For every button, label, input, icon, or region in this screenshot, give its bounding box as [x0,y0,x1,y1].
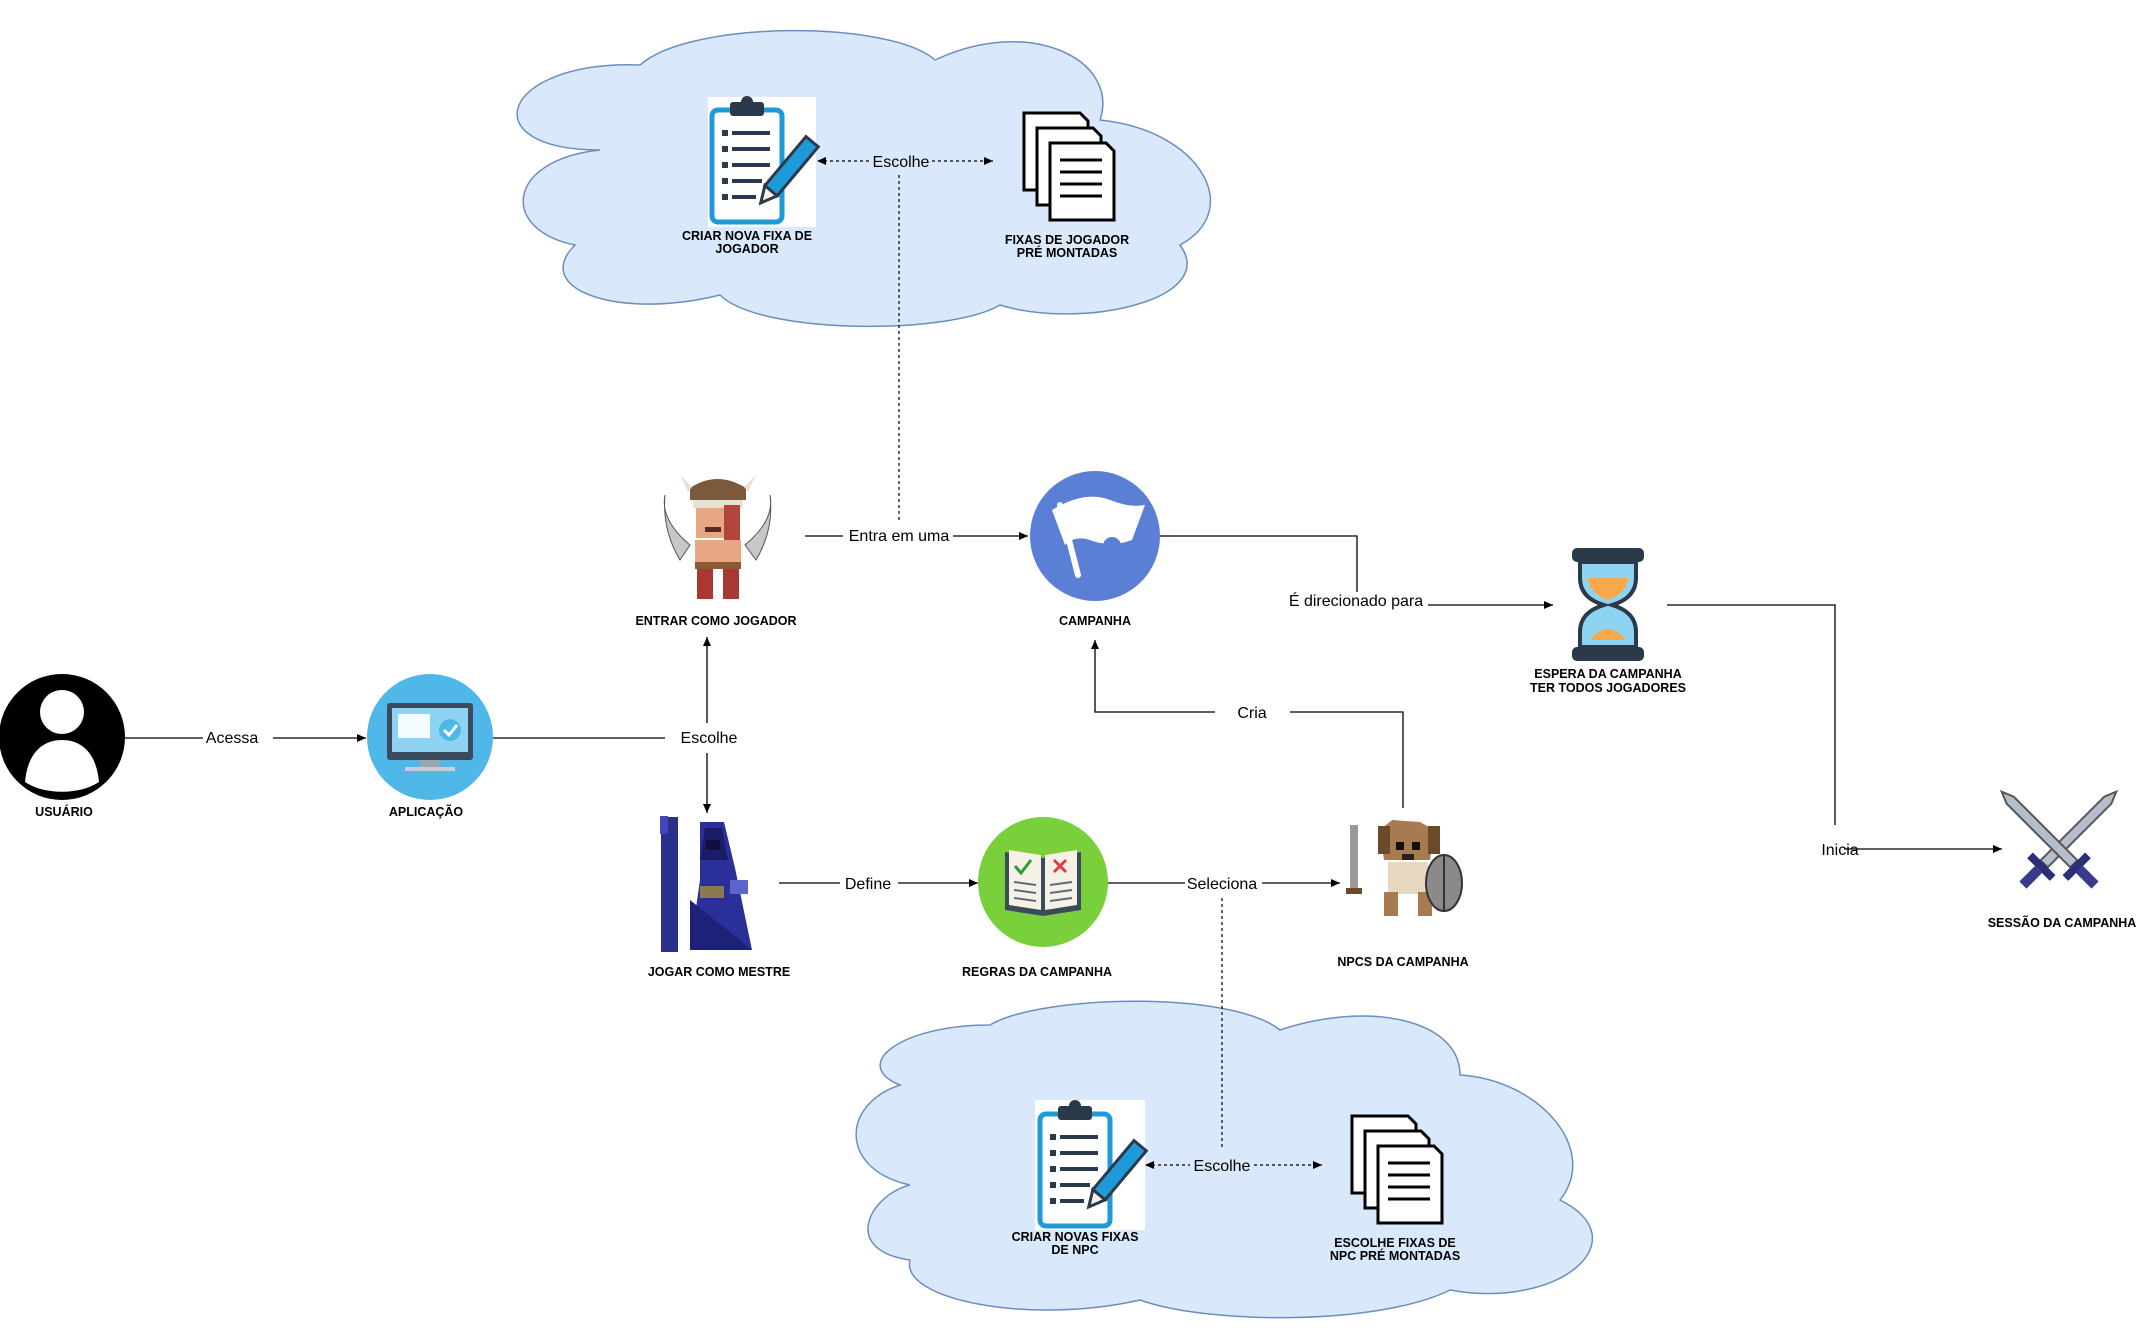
node-label-aplicacao: APLICAÇÃO [389,804,464,819]
node-label-npcs: NPCS DA CAMPANHA [1337,955,1468,969]
edge-label-inicia: Inicia [1821,842,1858,859]
hourglass-icon [1572,548,1644,661]
edge-label-cria: Cria [1237,705,1266,722]
node-label-regras: REGRAS DA CAMPANHA [962,965,1112,979]
edge-label-escolhe-bottom: Escolhe [1194,1158,1251,1175]
node-label-entrar-jogador: ENTRAR COMO JOGADOR [635,614,796,628]
clipboard-pencil-icon [708,96,821,227]
campaign-flag-icon [1030,471,1160,601]
edge-label-direcionado: É direcionado para [1289,591,1423,610]
edge-label-define: Define [845,876,891,893]
edge-inicia-line [1667,604,1836,825]
node-label-fixas-jogador-2: PRÉ MONTADAS [1017,245,1117,260]
node-label-usuario: USUÁRIO [35,804,93,819]
edge-cria [1095,640,1404,808]
rulebook-icon [978,817,1108,947]
node-label-criar-fixa-jogador-1: CRIAR NOVA FIXA DE [682,229,812,243]
node-label-espera-2: TER TODOS JOGADORES [1530,681,1686,695]
node-label-criar-fixa-jogador-2: JOGADOR [715,242,778,256]
edge-direcionado-line [1160,535,1358,592]
node-label-espera-1: ESPERA DA CAMPANHA [1534,667,1681,681]
edge-label-seleciona: Seleciona [1187,876,1257,893]
node-label-criar-fixas-npc-1: CRIAR NOVAS FIXAS [1012,1230,1139,1244]
dog-warrior-npc-icon [1346,820,1463,916]
edge-label-escolhe: Escolhe [681,730,738,747]
edge-label-entra-em-uma: Entra em uma [849,528,950,545]
user-icon [0,674,125,800]
cloud-npc-sheets [855,1000,1594,1319]
crossed-swords-icon [1999,789,2119,889]
viking-warrior-icon [650,468,772,605]
application-monitor-icon [367,674,493,800]
cloud-player-sheets [516,29,1211,328]
edge-label-acessa: Acessa [206,730,259,747]
node-label-escolhe-fixas-npc-1: ESCOLHE FIXAS DE [1334,1236,1456,1250]
node-label-sessao: SESSÃO DA CAMPANHA [1988,915,2136,930]
edge-label-escolhe-top: Escolhe [873,154,930,171]
node-label-jogar-mestre: JOGAR COMO MESTRE [648,965,790,979]
node-label-escolhe-fixas-npc-2: NPC PRÉ MONTADAS [1330,1248,1460,1263]
wizard-master-icon [660,816,752,952]
documents-stack-npc-icon [1350,1114,1444,1225]
documents-stack-icon [1022,111,1116,222]
node-label-fixas-jogador-1: FIXAS DE JOGADOR [1005,233,1129,247]
clipboard-pencil-npc-icon [1035,1100,1149,1230]
node-label-criar-fixas-npc-2: DE NPC [1051,1243,1098,1257]
node-label-campanha: CAMPANHA [1059,614,1131,628]
